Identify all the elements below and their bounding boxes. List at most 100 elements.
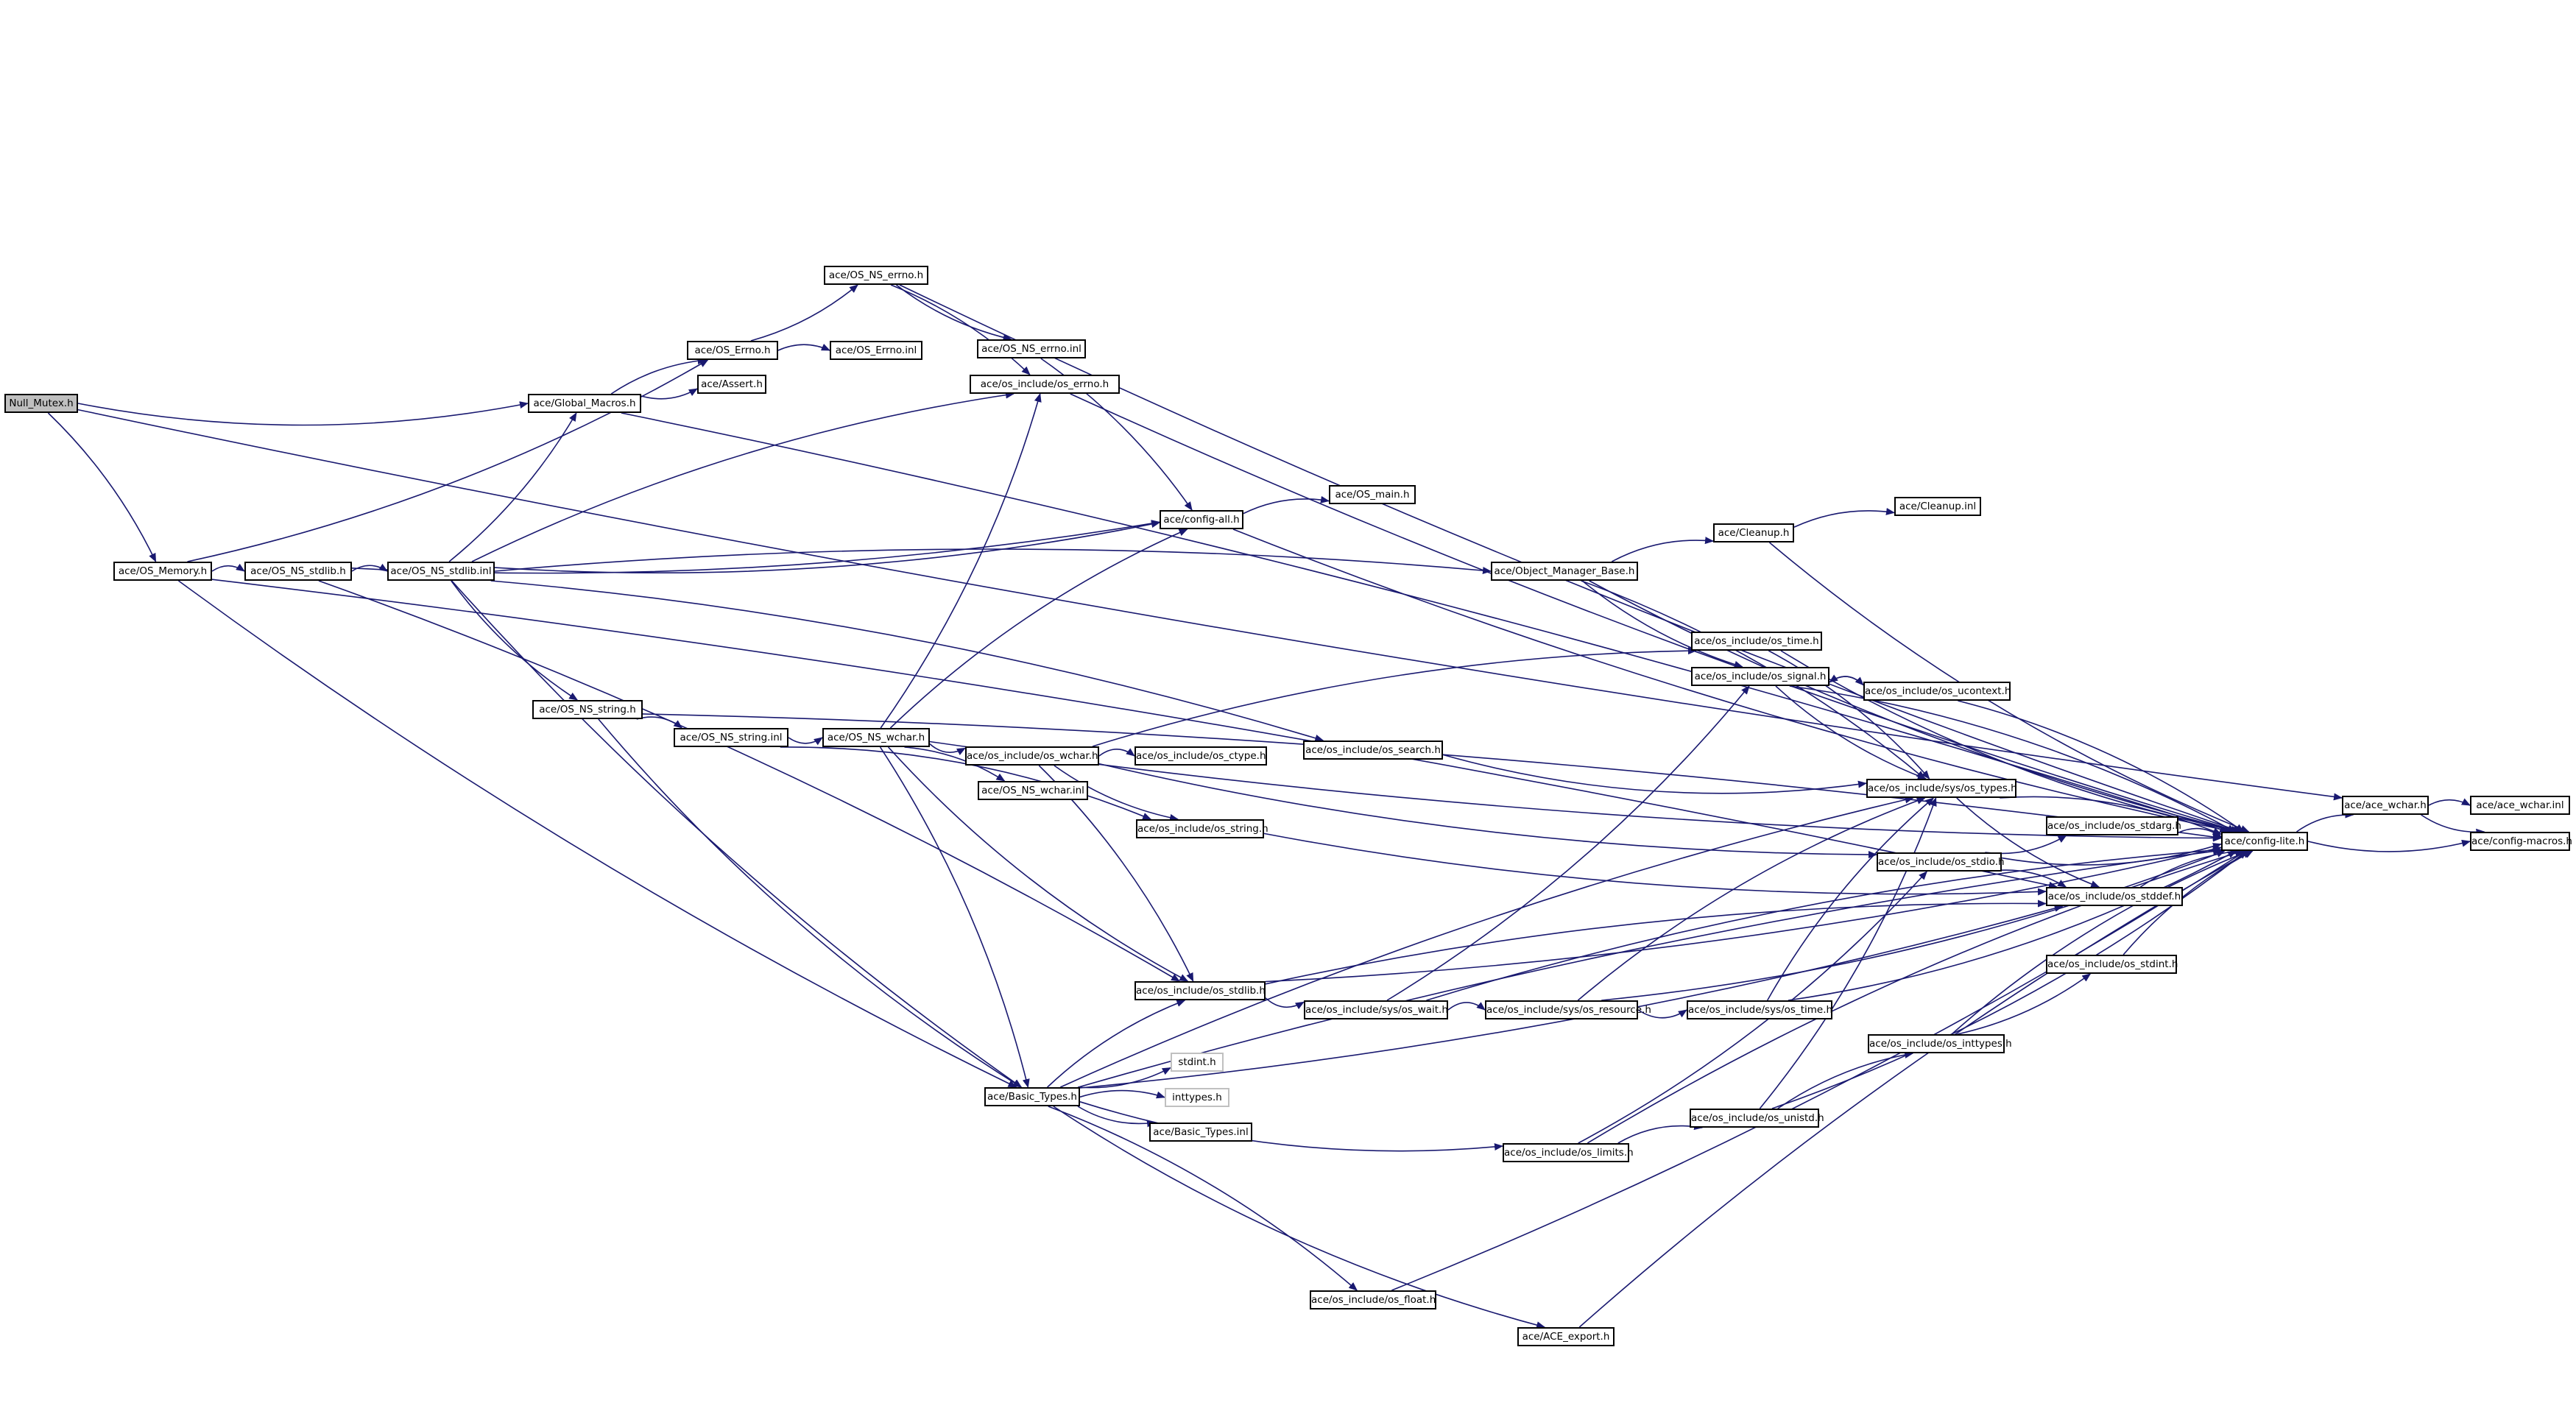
graph-node-n40[interactable]: ace/os_include/os_inttypes.h [1868, 1034, 2012, 1053]
graph-node-n35[interactable]: ace/os_include/os_stdlib.h [1135, 981, 1266, 1000]
graph-node-n7[interactable]: ace/OS_NS_errno.inl [977, 339, 1086, 358]
graph-node-n6[interactable]: ace/Assert.h [697, 375, 766, 394]
edge-n18-to-n30 [929, 740, 2222, 842]
edge-n18-to-n9 [889, 529, 1188, 729]
graph-node-n18[interactable]: ace/OS_NS_wchar.h [822, 728, 930, 747]
graph-node-n22[interactable]: ace/os_include/os_search.h [1303, 740, 1443, 760]
edge-n24-to-n30 [1789, 685, 2237, 833]
edge-n43-to-n26 [1059, 796, 1914, 1088]
graph-node-n27[interactable]: ace/os_include/os_string.h [1136, 819, 1268, 838]
edge-n14-to-n15 [1793, 507, 1895, 528]
graph-node-n44[interactable]: ace/Basic_Types.inl [1149, 1123, 1252, 1142]
edge-n14-to-n30 [1768, 542, 2250, 833]
graph-node-n24[interactable]: ace/os_include/os_signal.h [1691, 667, 1829, 686]
edge-n18-to-n21 [904, 746, 1006, 782]
edge-n12-to-n16 [451, 580, 579, 701]
edge-n48-to-n30 [1578, 850, 2252, 1328]
edge-n12-to-n22 [490, 580, 1324, 742]
edge-n43-to-n47 [1048, 1106, 1358, 1291]
edge-n4-to-n5 [777, 343, 830, 351]
edge-n1-to-n30 [621, 412, 2229, 833]
graph-node-n47[interactable]: ace/os_include/os_float.h [1310, 1290, 1436, 1309]
edge-n3-to-n8 [890, 284, 1031, 375]
edge-n46-to-n45 [1617, 1123, 1704, 1144]
graph-node-n2[interactable]: ace/OS_Memory.h [113, 562, 212, 581]
graph-node-n4[interactable]: ace/OS_Errno.h [687, 341, 778, 360]
graph-node-n28[interactable]: ace/os_include/os_stdarg.h [2046, 816, 2181, 835]
edge-n23-to-n26 [1768, 650, 1930, 780]
graph-node-n39[interactable]: ace/os_include/os_stdint.h [2046, 955, 2178, 974]
edge-n18-to-n8 [880, 393, 1042, 729]
edge-n36-to-n37 [1447, 1002, 1486, 1011]
edge-n13-to-n26 [1581, 580, 1926, 780]
edge-n2-to-n4 [187, 359, 709, 562]
edge-n45-to-n30 [1771, 850, 2248, 1109]
graph-node-n16[interactable]: ace/OS_NS_string.h [532, 700, 643, 719]
graph-node-n33[interactable]: ace/config-macros.h [2470, 832, 2572, 851]
graph-node-n9[interactable]: ace/config-all.h [1160, 510, 1243, 529]
graph-node-n15[interactable]: ace/Cleanup.inl [1894, 497, 1981, 516]
graph-node-n13[interactable]: ace/Object_Manager_Base.h [1491, 562, 1638, 581]
graph-node-n11[interactable]: ace/OS_NS_stdlib.h [244, 562, 352, 581]
graph-node-n10[interactable]: ace/OS_main.h [1329, 485, 1416, 504]
graph-node-n38[interactable]: ace/os_include/sys/os_time.h [1687, 1000, 1832, 1019]
graph-node-n29[interactable]: ace/os_include/os_stdio.h [1877, 852, 2005, 872]
edge-n13-to-n24 [1581, 580, 1743, 668]
edge-n8-to-n30 [1070, 393, 2240, 833]
graph-node-n14[interactable]: ace/Cleanup.h [1713, 523, 1794, 542]
graph-node-n37[interactable]: ace/os_include/sys/os_resource.h [1485, 1000, 1651, 1019]
graph-node-n17[interactable]: ace/OS_NS_string.inl [674, 728, 788, 747]
graph-node-n32[interactable]: ace/ace_wchar.inl [2470, 796, 2570, 815]
edge-n28-to-n30 [2178, 827, 2222, 838]
graph-node-n31[interactable]: ace/ace_wchar.h [2342, 796, 2429, 815]
edge-n47-to-n30 [1391, 850, 2247, 1291]
graph-node-n1[interactable]: ace/Global_Macros.h [528, 394, 641, 413]
graph-node-n21[interactable]: ace/OS_NS_wchar.inl [978, 781, 1088, 800]
edge-n38-to-n30 [1788, 850, 2237, 1001]
edge-n17-to-n18 [788, 737, 823, 746]
edge-n43-to-n42 [1079, 1089, 1165, 1099]
edge-n9-to-n30 [1232, 529, 2234, 834]
graph-node-n25[interactable]: ace/os_include/os_ucontext.h [1863, 682, 2011, 701]
edge-n13-to-n30 [1589, 580, 2241, 834]
edge-n25-to-n30 [1958, 700, 2245, 833]
edge-n45-to-n40 [1777, 1051, 1914, 1109]
edge-n18-to-n35 [888, 746, 1189, 982]
graph-node-n20[interactable]: ace/os_include/os_ctype.h [1135, 746, 1267, 766]
edge-n35-to-n36 [1265, 997, 1305, 1010]
graph-node-n46[interactable]: ace/os_include/os_limits.h [1503, 1143, 1634, 1162]
graph-node-n30[interactable]: ace/config-lite.h [2221, 832, 2308, 851]
edge-n2-to-n11 [211, 563, 245, 572]
edge-n36-to-n24 [1386, 685, 1750, 1001]
edge-n18-to-n19 [929, 743, 966, 755]
graph-node-n42[interactable]: inttypes.h [1165, 1088, 1229, 1107]
graph-node-n5[interactable]: ace/OS_Errno.inl [830, 341, 922, 360]
edge-n43-to-n44 [1077, 1106, 1156, 1128]
edge-n2-to-n43 [178, 580, 1017, 1088]
edge-n1-to-n4 [610, 357, 707, 395]
graph-node-n3[interactable]: ace/OS_NS_errno.h [824, 266, 928, 285]
edge-n35-to-n30 [1265, 845, 2222, 983]
graph-node-n19[interactable]: ace/os_include/os_wchar.h [965, 746, 1099, 766]
edge-n40-to-n30 [1951, 850, 2250, 1035]
graph-node-n8[interactable]: ace/os_include/os_errno.h [970, 375, 1120, 394]
graph-node-n26[interactable]: ace/os_include/sys/os_types.h [1866, 779, 2017, 798]
graph-node-n45[interactable]: ace/os_include/os_unistd.h [1690, 1109, 1824, 1128]
edge-n43-to-n35 [1047, 1000, 1186, 1088]
edge-n46-to-n30 [1587, 849, 2244, 1144]
graph-node-n43[interactable]: ace/Basic_Types.h [984, 1087, 1080, 1106]
graph-node-n36[interactable]: ace/os_include/sys/os_wait.h [1304, 1000, 1448, 1019]
graph-node-n34[interactable]: ace/os_include/os_stddef.h [2046, 887, 2183, 906]
graph-node-n0[interactable]: Null_Mutex.h [4, 394, 78, 413]
graph-node-n12[interactable]: ace/OS_NS_stdlib.inl [387, 562, 495, 581]
edge-n19-to-n29 [1098, 763, 1877, 859]
edge-n3-to-n30 [899, 284, 2242, 833]
edge-n12-to-n9 [494, 520, 1160, 574]
edge-n38-to-n26 [1767, 797, 1935, 1001]
edge-n12-to-n13 [494, 548, 1492, 575]
graph-node-n48[interactable]: ace/ACE_export.h [1517, 1327, 1615, 1346]
graph-node-n41[interactable]: stdint.h [1171, 1053, 1224, 1072]
graph-node-n23[interactable]: ace/os_include/os_time.h [1691, 632, 1822, 651]
